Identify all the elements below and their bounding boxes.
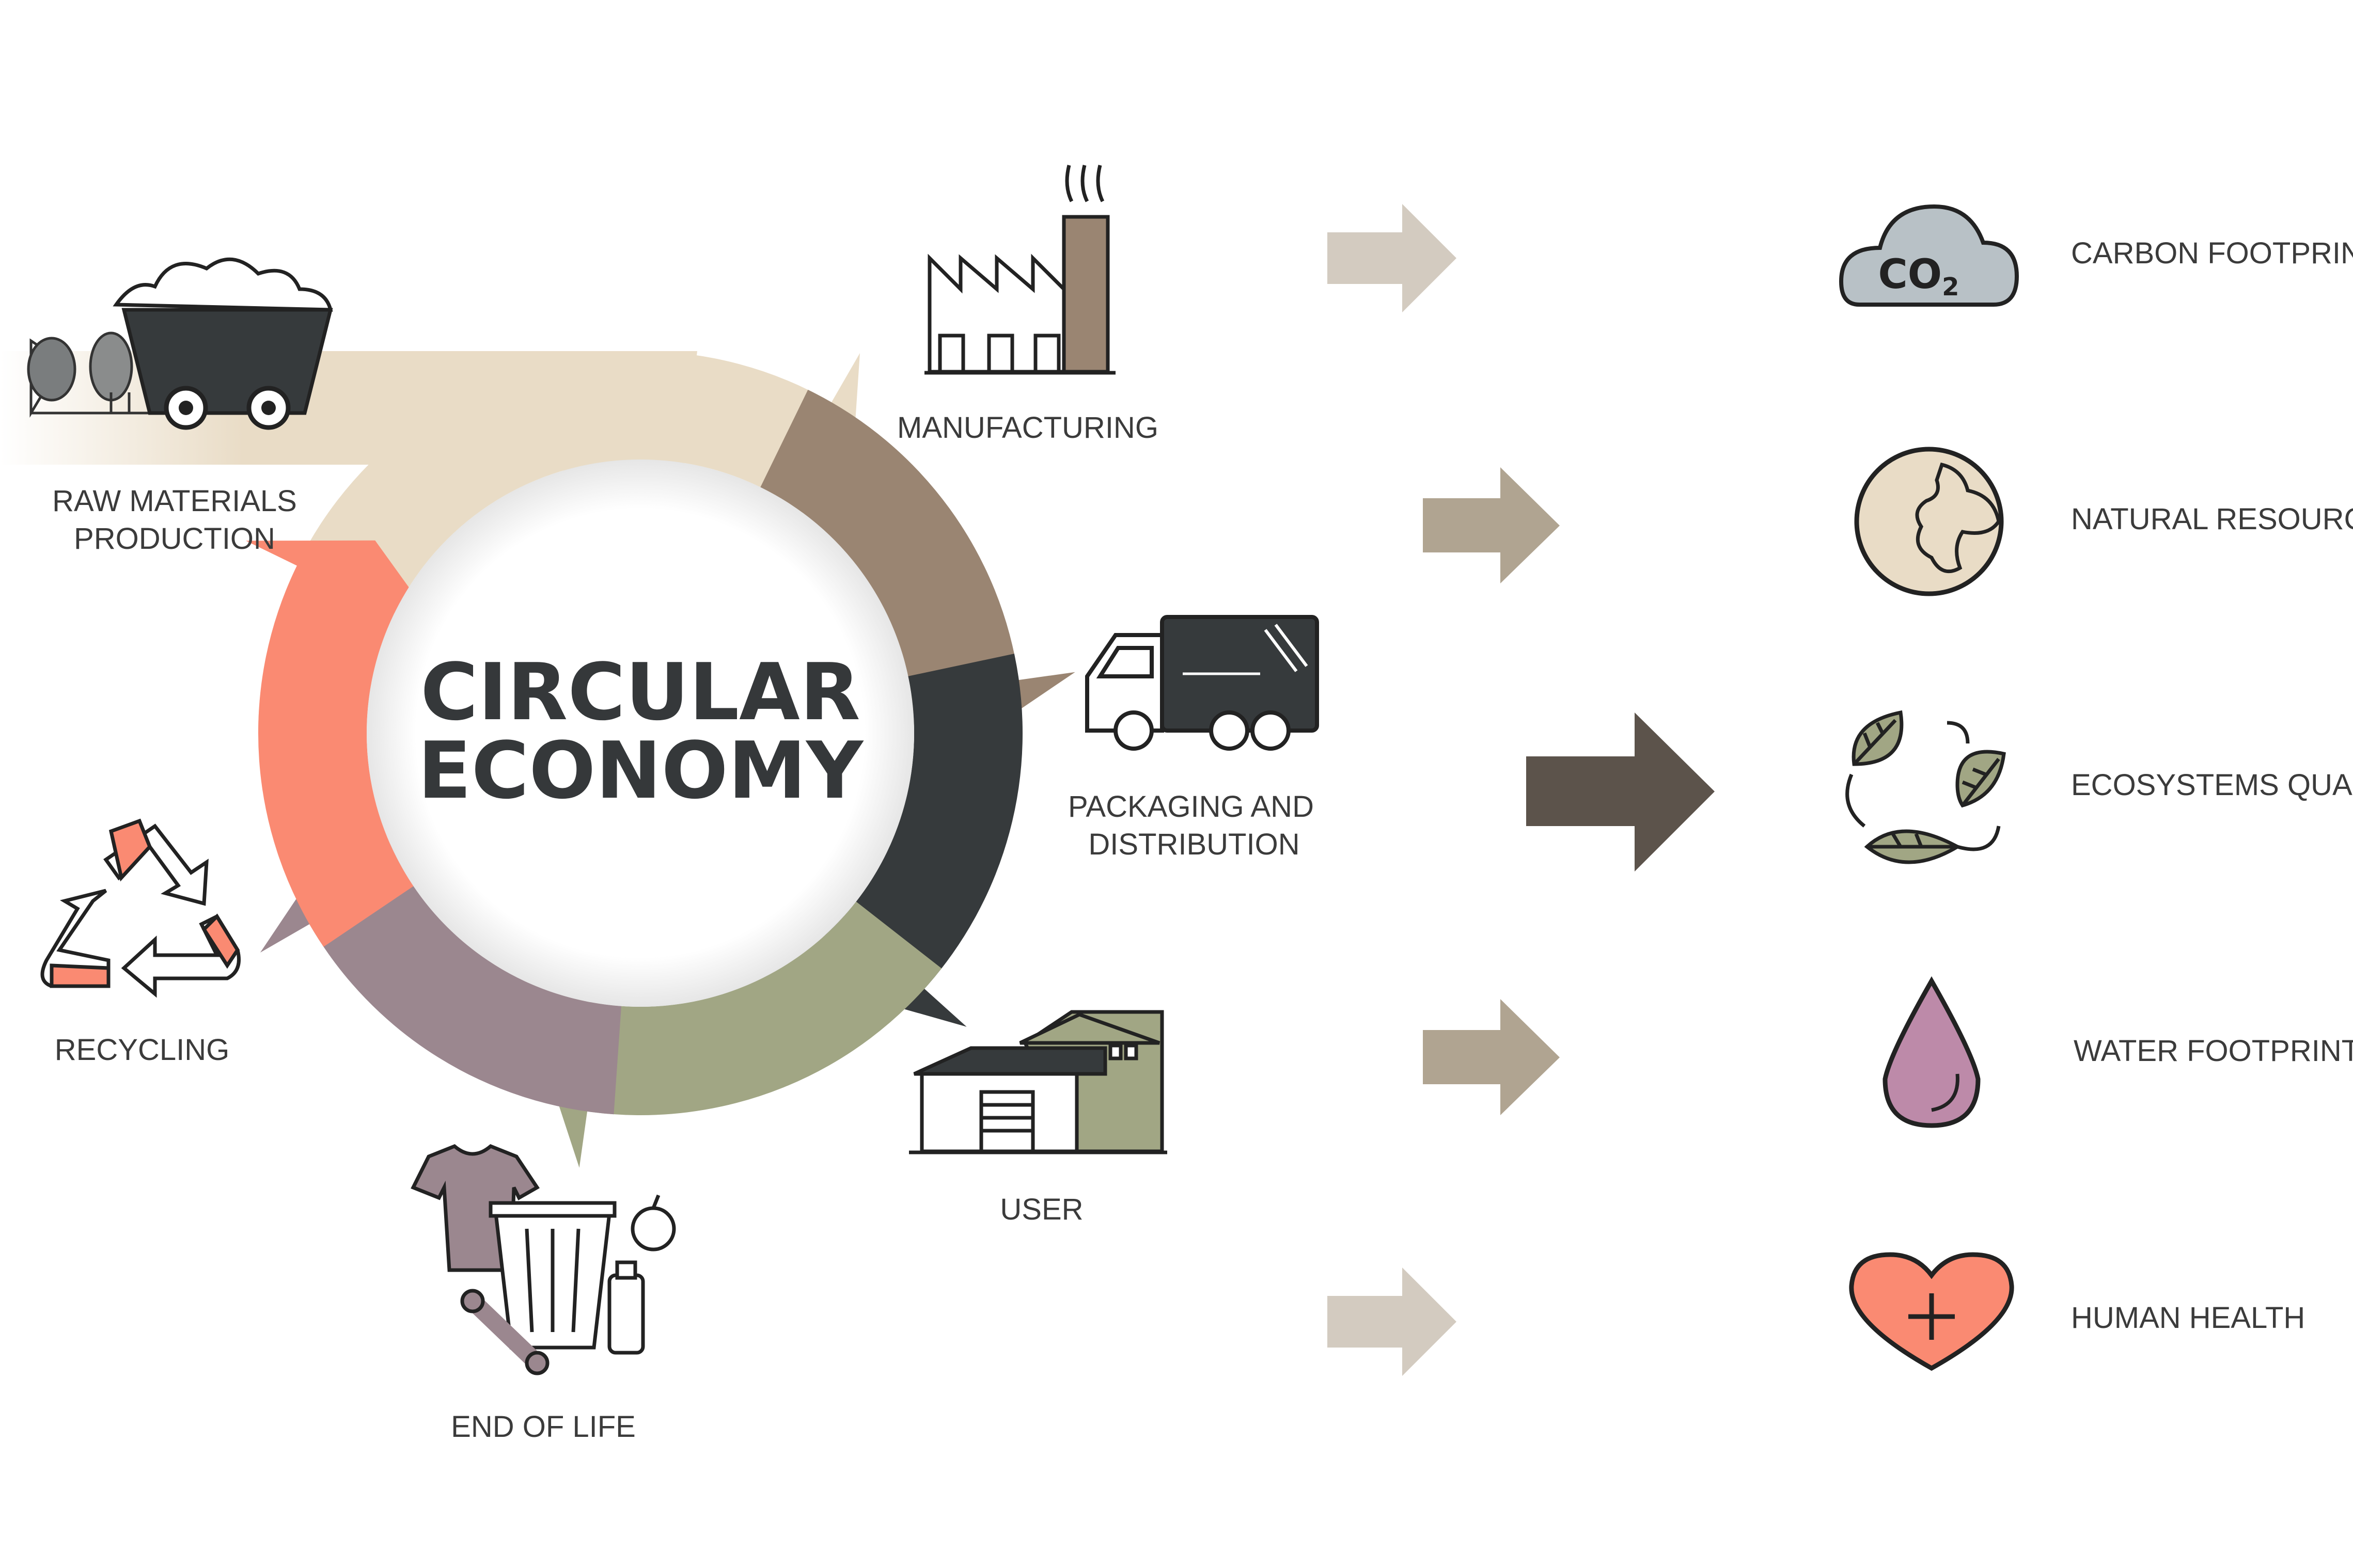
water-drop-icon [1883, 976, 1981, 1128]
diagram-title-line2: ECONOMY [418, 725, 864, 816]
stage-label-raw-materials: RAW MATERIALS PRODUCTION [52, 484, 297, 556]
flow-arrow-5 [1327, 1268, 1456, 1376]
svg-text:END OF LIFE: END OF LIFE [451, 1410, 636, 1444]
diagram-title-line1: CIRCULAR [420, 646, 860, 738]
segment-raw-materials [258, 351, 860, 733]
segment-recycling [246, 540, 446, 947]
segment-manufacturing [760, 389, 1075, 745]
flow-arrow-3 [1526, 712, 1715, 872]
cycle-ring: CIRCULAR ECONOMY [0, 351, 1075, 1168]
svg-text:DISTRIBUTION: DISTRIBUTION [1088, 828, 1299, 861]
stage-label-packaging: PACKAGING AND DISTRIBUTION [1068, 790, 1314, 861]
co2-text: CO2 [1878, 251, 1959, 302]
svg-text:PRODUCTION: PRODUCTION [74, 522, 275, 556]
svg-text:PACKAGING AND: PACKAGING AND [1068, 790, 1314, 823]
segment-user [539, 901, 942, 1168]
svg-text:RAW MATERIALS: RAW MATERIALS [52, 484, 297, 518]
globe-icon [1854, 447, 2004, 596]
co2-cloud-icon: CO2 [1839, 204, 2019, 307]
svg-text:USER: USER [1000, 1193, 1083, 1226]
leaves-icon [1845, 710, 2006, 864]
flow-arrow-4 [1423, 999, 1560, 1115]
trash-bin-icon [411, 1144, 676, 1375]
impact-labels: CARBON FOOTPRINT NATURAL RESOURCES ECOSY… [2071, 236, 2353, 1335]
impact-label-natural-resources: NATURAL RESOURCES [2071, 502, 2353, 536]
impact-label-carbon: CARBON FOOTPRINT [2071, 236, 2353, 270]
svg-text:MANUFACTURING: MANUFACTURING [897, 411, 1158, 445]
recycle-icon [40, 818, 241, 998]
stage-label-user: USER [1000, 1193, 1083, 1226]
house-icon [909, 1010, 1167, 1154]
truck-icon [1085, 615, 1319, 751]
svg-text:RECYCLING: RECYCLING [55, 1033, 229, 1067]
center-circle [367, 460, 914, 1007]
flow-arrows [1327, 204, 1715, 1376]
flow-arrow-1 [1327, 204, 1456, 312]
impact-label-ecosystems: ECOSYSTEMS QUALITY [2071, 768, 2353, 802]
stage-label-manufacturing: MANUFACTURING [897, 411, 1158, 445]
stage-label-end-of-life: END OF LIFE [451, 1410, 636, 1444]
impact-label-human-health: HUMAN HEALTH [2071, 1301, 2305, 1335]
flow-arrow-2 [1423, 467, 1560, 583]
stage-label-recycling: RECYCLING [55, 1033, 229, 1067]
trees-icon [27, 331, 155, 418]
impact-label-water: WATER FOOTPRINT [2074, 1034, 2353, 1068]
heart-plus-icon [1849, 1252, 2014, 1371]
mine-cart-icon [27, 257, 333, 430]
factory-icon [924, 165, 1116, 375]
